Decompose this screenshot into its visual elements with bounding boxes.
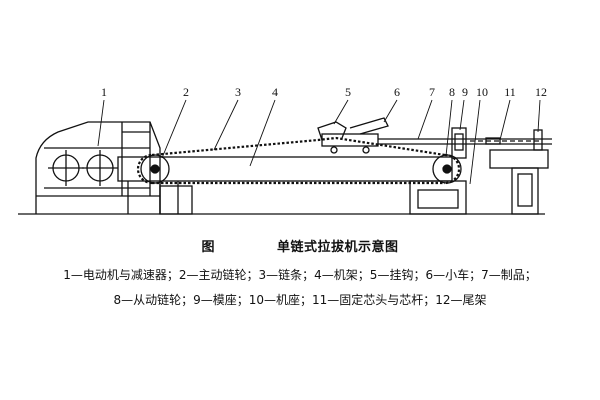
leader-lines — [97, 99, 541, 185]
figure-caption: 图 单链式拉拔机示意图 — [0, 236, 600, 255]
callout-7: 7 — [429, 85, 435, 99]
callout-8: 8 — [449, 85, 455, 99]
callout-1: 1 — [101, 85, 107, 99]
driven-sprocket — [432, 154, 462, 184]
callout-5: 5 — [345, 85, 351, 99]
tail-frame — [489, 129, 549, 215]
machine-base — [409, 180, 467, 215]
hook — [317, 121, 347, 141]
callout-12: 12 — [535, 85, 547, 99]
chain-loop — [136, 136, 461, 185]
left-support-base — [159, 185, 193, 215]
callout-9: 9 — [462, 85, 468, 99]
legend-line-1: 1—电动机与减速器；2—主动链轮；3—链条；4—机架；5—挂钩；6—小车；7—制… — [63, 268, 537, 282]
die-holder — [451, 127, 467, 159]
fixed-plug-mandrel — [470, 137, 540, 145]
figure-label: 图 — [201, 240, 215, 255]
callout-4: 4 — [272, 85, 278, 99]
callout-2: 2 — [183, 85, 189, 99]
callout-3: 3 — [235, 85, 241, 99]
figure-title: 单链式拉拔机示意图 — [277, 240, 399, 255]
legend-line-2: 8—从动链轮；9—模座；10—机座；11—固定芯头与芯杆；12—尾架 — [113, 293, 487, 307]
callout-10: 10 — [476, 85, 488, 99]
driving-sprocket — [140, 154, 170, 184]
callout-11: 11 — [504, 85, 516, 99]
drawn-product — [378, 138, 552, 145]
trolley — [321, 117, 389, 154]
callout-6: 6 — [394, 85, 400, 99]
